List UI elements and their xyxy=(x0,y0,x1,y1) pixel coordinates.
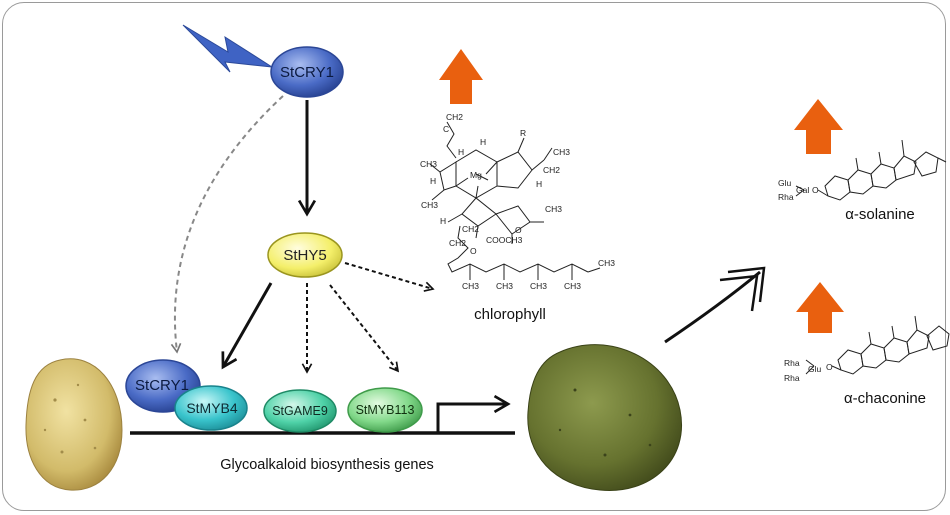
svg-text:Rha: Rha xyxy=(784,373,800,383)
svg-text:Rha: Rha xyxy=(778,192,794,202)
hy5-to-stmyb4-arrow xyxy=(223,282,273,367)
sthy5-label: StHY5 xyxy=(283,247,326,264)
svg-text:H: H xyxy=(536,179,542,189)
solanine-label: α-solanine xyxy=(845,206,915,223)
green-potato-image xyxy=(527,344,682,491)
stgame9-label: StGAME9 xyxy=(272,404,328,418)
solanine-structure-image xyxy=(795,139,947,201)
svg-text:H: H xyxy=(480,137,486,147)
yellow-potato-image xyxy=(25,358,123,491)
hy5-to-stmyb113-arrow xyxy=(329,284,400,373)
svg-text:C: C xyxy=(443,124,449,134)
chaconine-structure-image xyxy=(805,315,950,375)
light-lightning-icon xyxy=(182,24,273,73)
cry1-dashed-curve-arrow xyxy=(170,95,284,354)
svg-text:Gal: Gal xyxy=(796,185,809,195)
svg-text:CH3: CH3 xyxy=(420,159,437,169)
stmyb113-label: StMYB113 xyxy=(356,403,415,417)
chlorophyll-atom-labels: C CH2 H H R CH3 CH2 CH3 Mg H H CH3 CH3 H… xyxy=(420,112,615,291)
svg-text:CH2: CH2 xyxy=(449,238,466,248)
svg-text:CH3: CH3 xyxy=(553,147,570,157)
chaconine-sugar-labels: Rha Rha Glu O xyxy=(784,358,833,383)
chlorophyll-structure-image xyxy=(429,121,601,280)
svg-text:O: O xyxy=(826,362,833,372)
output-curved-arrow xyxy=(664,266,766,344)
svg-text:H: H xyxy=(458,147,464,157)
svg-text:CH3: CH3 xyxy=(545,204,562,214)
svg-text:R: R xyxy=(520,128,526,138)
stmyb4-node: StMYB4 xyxy=(174,385,248,431)
svg-text:O: O xyxy=(515,225,522,235)
svg-text:CH3: CH3 xyxy=(421,200,438,210)
chaconine-increase-arrow-icon xyxy=(796,282,844,333)
svg-text:H: H xyxy=(440,216,446,226)
svg-text:Glu: Glu xyxy=(778,178,792,188)
chlorophyll-increase-arrow-icon xyxy=(439,49,483,104)
svg-text:CH3: CH3 xyxy=(462,281,479,291)
svg-text:CH3: CH3 xyxy=(598,258,615,268)
svg-text:Mg: Mg xyxy=(470,170,482,180)
svg-text:CH2: CH2 xyxy=(543,165,560,175)
svg-text:CH3: CH3 xyxy=(564,281,581,291)
svg-text:COOCH3: COOCH3 xyxy=(486,235,523,245)
sthy5-node: StHY5 xyxy=(267,232,343,278)
svg-text:CH2: CH2 xyxy=(446,112,463,122)
svg-text:CH2: CH2 xyxy=(462,224,479,234)
stmyb113-node: StMYB113 xyxy=(347,387,423,433)
stcry1-bottom-label: StCRY1 xyxy=(135,377,189,394)
svg-text:O: O xyxy=(812,185,819,195)
stcry1-top-label: StCRY1 xyxy=(280,64,334,81)
svg-text:Rha: Rha xyxy=(784,358,800,368)
solanine-sugar-labels: Glu Gal Rha O xyxy=(778,178,819,202)
stmyb4-label: StMYB4 xyxy=(186,400,238,416)
svg-text:CH3: CH3 xyxy=(530,281,547,291)
solanine-increase-arrow-icon xyxy=(794,99,843,154)
svg-text:Glu: Glu xyxy=(808,364,822,374)
stgame9-node: StGAME9 xyxy=(263,389,337,433)
genes-label: Glycoalkaloid biosynthesis genes xyxy=(220,457,434,473)
hy5-to-chlorophyll-arrow xyxy=(344,262,435,292)
svg-text:O: O xyxy=(470,246,477,256)
svg-text:CH3: CH3 xyxy=(496,281,513,291)
svg-text:H: H xyxy=(430,176,436,186)
chlorophyll-label: chlorophyll xyxy=(474,306,546,323)
stcry1-top-node: StCRY1 xyxy=(270,46,344,98)
transcription-start-arrow xyxy=(436,404,508,433)
chaconine-label: α-chaconine xyxy=(844,390,926,407)
